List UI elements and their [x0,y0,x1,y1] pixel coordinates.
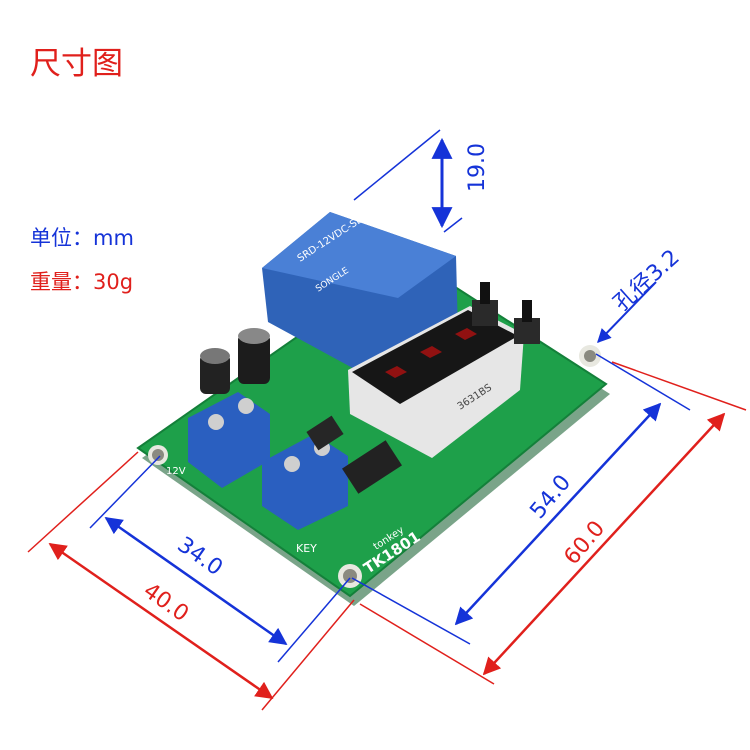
voltage-label: 12V [166,466,186,477]
transistor-chip [306,415,344,451]
dimension-hole-diameter: 孔径3.2 [597,245,685,344]
mounting-hole-right [579,345,601,367]
hole-spacing-short-label: 34.0 [173,532,227,581]
down-label: DOWN [562,322,589,344]
relay-module-board: SRD-12VDC-SL-C SONGLE 3631BS [136,209,610,606]
board-width-label: 40.0 [139,578,193,627]
page-title: 尺寸图 [30,46,123,82]
unit-label: 单位：mm [30,226,134,250]
capacitor-2 [238,328,270,384]
weight-label: 重量：30g [30,270,134,294]
ic-chip [342,440,402,494]
terminal-block-power [188,392,270,488]
hole-diameter-label: 孔径3.2 [609,245,684,316]
push-button-2 [514,300,540,344]
key-label: KEY [296,542,317,555]
hole-spacing-long-label: 54.0 [525,470,576,524]
board-length-label: 60.0 [559,516,610,570]
push-button-1 [472,282,498,326]
mounting-hole-left [148,445,168,465]
height-label: 19.0 [465,143,490,192]
dimension-height: 19.0 [353,129,490,233]
capacitor-1 [200,348,230,394]
mounting-hole-bottom [338,564,362,588]
